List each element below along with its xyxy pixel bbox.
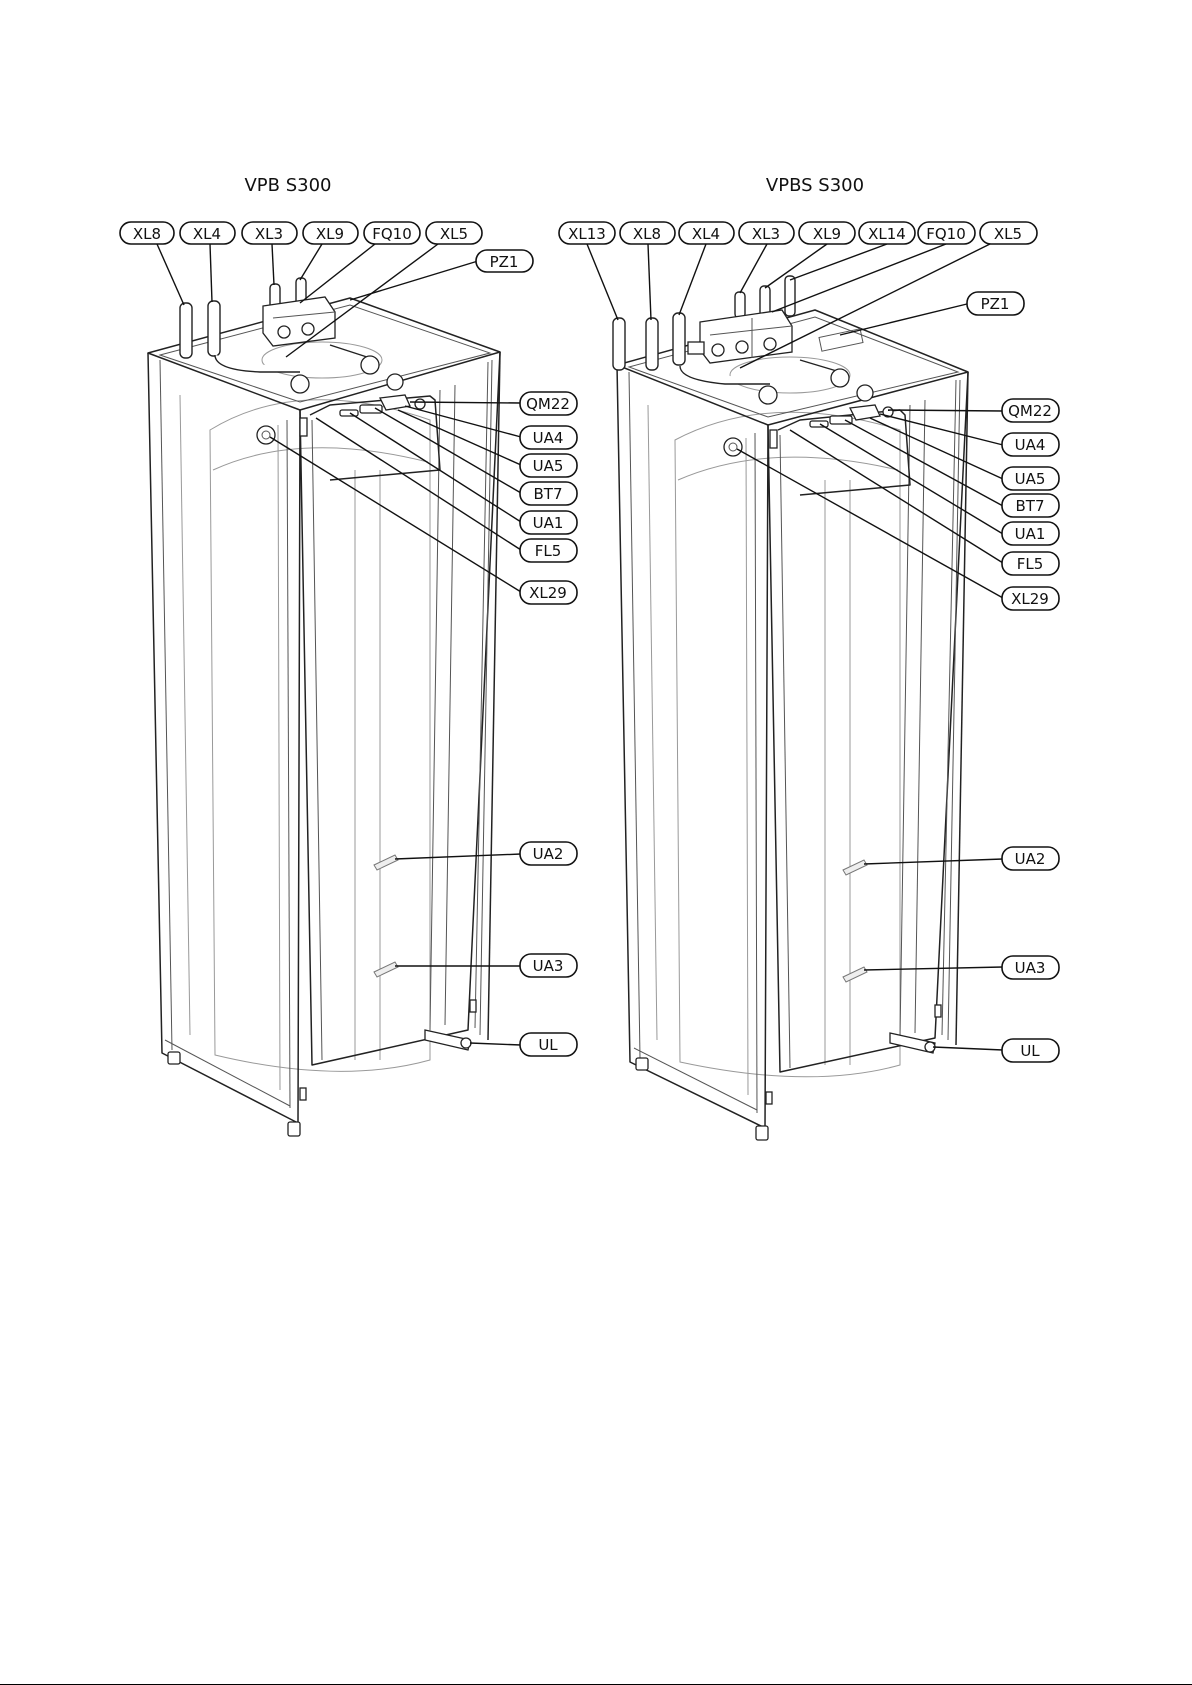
unit-vpb-s300: VPB S300: [120, 175, 577, 1136]
callout-xl29: XL29: [520, 581, 577, 604]
callout-ua3: UA3: [520, 954, 577, 977]
callout-ua1: UA1: [1002, 522, 1059, 545]
callout-fq10: FQ10: [918, 222, 975, 244]
callout-label: PZ1: [981, 295, 1010, 313]
callout-ul: UL: [520, 1033, 577, 1056]
callout-label: XL8: [633, 225, 661, 243]
callout-label: UA2: [1015, 850, 1046, 868]
callout-label: XL8: [133, 225, 161, 243]
callout-label: UA3: [533, 957, 564, 975]
callout-label: FQ10: [372, 225, 412, 243]
callout-xl29: XL29: [1002, 587, 1059, 610]
callout-label: XL14: [868, 225, 906, 243]
callout-label: XL9: [316, 225, 344, 243]
callout-pz1: PZ1: [476, 250, 533, 272]
callout-xl3: XL3: [242, 222, 297, 244]
callout-ua1: UA1: [520, 511, 577, 534]
callout-ua4: UA4: [1002, 433, 1059, 456]
callout-label: QM22: [1008, 402, 1052, 420]
callout-label: UA5: [1015, 470, 1046, 488]
callout-label: UL: [538, 1036, 558, 1054]
callout-bt7: BT7: [1002, 494, 1059, 517]
callout-fq10: FQ10: [364, 222, 420, 244]
callout-ul: UL: [1002, 1039, 1059, 1062]
callout-xl9: XL9: [799, 222, 855, 244]
callout-pz1: PZ1: [967, 292, 1024, 315]
callout-xl4: XL4: [180, 222, 235, 244]
callout-fl5: FL5: [520, 539, 577, 562]
callout-ua4: UA4: [520, 426, 577, 449]
callout-label: FL5: [535, 542, 562, 560]
unit-title: VPBS S300: [766, 175, 864, 196]
callout-label: XL29: [1011, 590, 1049, 608]
callout-label: XL4: [692, 225, 720, 243]
callout-ua3: UA3: [1002, 956, 1059, 979]
callout-label: XL4: [193, 225, 221, 243]
callout-label: XL5: [994, 225, 1022, 243]
callout-label: PZ1: [490, 253, 519, 271]
callout-xl9: XL9: [303, 222, 358, 244]
callout-fl5: FL5: [1002, 552, 1059, 575]
callout-bt7: BT7: [520, 482, 577, 505]
callout-label: BT7: [534, 485, 563, 503]
callout-xl4: XL4: [679, 222, 734, 244]
callout-label: UA2: [533, 845, 564, 863]
unit-vpbs-s300: VPBS S300: [559, 175, 1059, 1140]
callout-ua5: UA5: [520, 454, 577, 477]
callout-xl13: XL13: [559, 222, 615, 244]
callout-label: XL29: [529, 584, 567, 602]
callout-label: UA4: [1015, 436, 1046, 454]
callout-label: UA1: [533, 514, 564, 532]
callout-label: QM22: [526, 395, 570, 413]
callout-label: FL5: [1017, 555, 1044, 573]
callout-xl3: XL3: [739, 222, 794, 244]
cabinet-drawing: [148, 278, 500, 1136]
callout-xl5: XL5: [426, 222, 482, 244]
callout-qm22: QM22: [520, 392, 577, 415]
callout-label: XL3: [752, 225, 780, 243]
cabinet-drawing: [613, 276, 968, 1140]
callout-label: XL3: [255, 225, 283, 243]
callout-label: UA5: [533, 457, 564, 475]
callout-label: BT7: [1016, 497, 1045, 515]
callout-xl8: XL8: [120, 222, 174, 244]
callout-label: UA1: [1015, 525, 1046, 543]
callout-xl8: XL8: [620, 222, 675, 244]
callout-label: UA4: [533, 429, 564, 447]
callout-label: XL13: [568, 225, 606, 243]
callout-label: UL: [1020, 1042, 1040, 1060]
callout-qm22: QM22: [1002, 399, 1059, 422]
callout-xl14: XL14: [859, 222, 915, 244]
callout-xl5: XL5: [980, 222, 1037, 244]
callout-label: FQ10: [926, 225, 966, 243]
callout-ua5: UA5: [1002, 467, 1059, 490]
callout-ua2: UA2: [1002, 847, 1059, 870]
callout-ua2: UA2: [520, 842, 577, 865]
callout-label: XL5: [440, 225, 468, 243]
callout-label: XL9: [813, 225, 841, 243]
callout-label: UA3: [1015, 959, 1046, 977]
unit-title: VPB S300: [244, 175, 331, 196]
